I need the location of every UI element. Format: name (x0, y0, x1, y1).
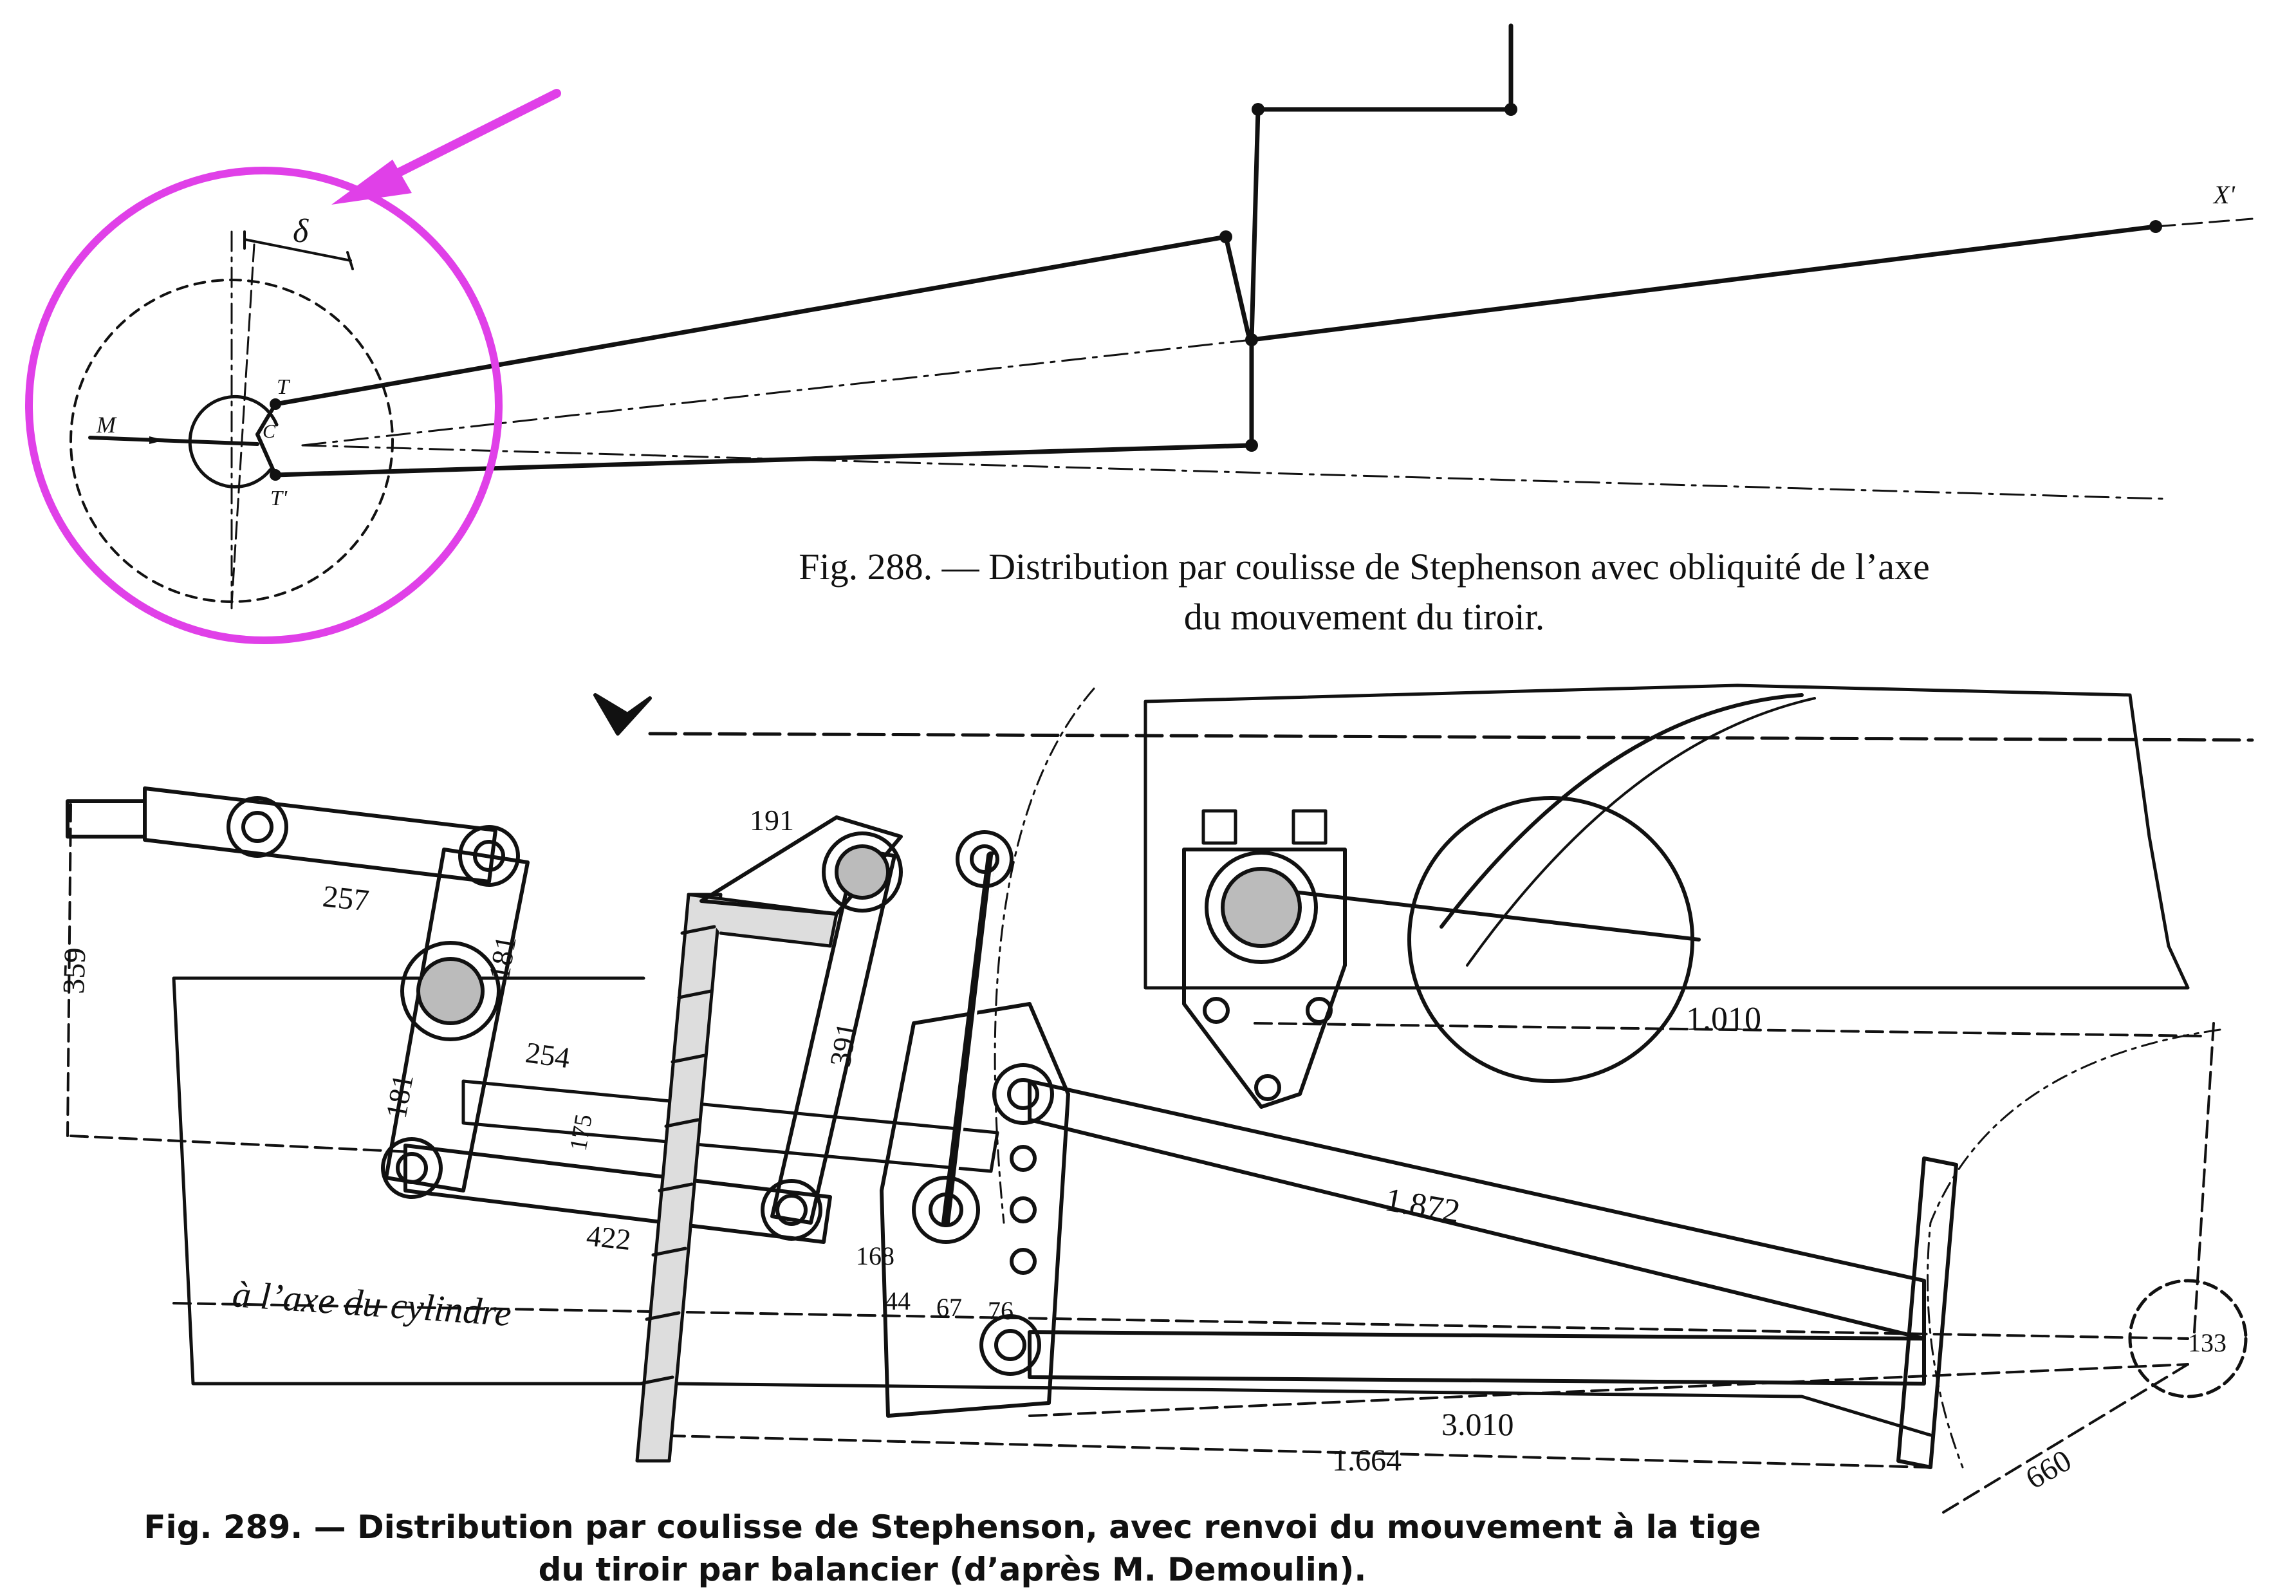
frame-outline-top (1143, 683, 2190, 990)
highlight-circle (25, 167, 503, 644)
dim-133: 133 (2188, 1328, 2227, 1357)
construction-line-1 (301, 339, 1253, 447)
dead-centre-line (88, 436, 259, 446)
nut-left (1201, 809, 1237, 845)
dim-1664: 1.664 (1332, 1443, 1402, 1478)
dim-359: 359 (57, 947, 92, 995)
eccentric-rod-lower-289 (1028, 1330, 1926, 1386)
figure-288-caption-line1: Fig. 288. — Distribution par coulisse de… (799, 546, 1930, 588)
check-mark (593, 693, 652, 736)
eccentric-rod-lower (273, 443, 1254, 478)
dim-1010: 1.010 (1686, 1001, 1761, 1037)
expansion-link (1223, 234, 1251, 337)
delta-dimension (243, 238, 352, 262)
dim-181b: 181 (380, 1072, 420, 1121)
dim-257: 257 (321, 879, 371, 918)
crank-lower (255, 432, 277, 477)
hatched-bracket (635, 893, 838, 1463)
dim-line-1664 (642, 1434, 1932, 1469)
crank-circle (2128, 1279, 2248, 1398)
highlight-annotation (25, 89, 561, 644)
radius-rod-inner (950, 855, 995, 1224)
dim-line-660 (1942, 1363, 2189, 1514)
figure-289-caption: Fig. 289. — Distribution par coulisse de… (129, 1506, 1776, 1591)
dim-391: 391 (824, 1020, 864, 1070)
sheave-rim (1440, 693, 1804, 929)
construction-arc-upper (994, 687, 1095, 1224)
dim-175: 175 (565, 1112, 598, 1153)
highlight-arrow-head (331, 160, 412, 205)
label-t-upper: T (277, 375, 290, 399)
joint-dots (270, 103, 2162, 481)
lifting-arm (699, 815, 903, 916)
dim-1872: 1.872 (1382, 1182, 1463, 1230)
rocker-lever (384, 848, 530, 1192)
figure-289-caption-line1: Fig. 289. — Distribution par coulisse de… (144, 1508, 1761, 1546)
highlight-arrow-shaft (382, 89, 561, 183)
dim-line-cylinder-axis (172, 1302, 2189, 1340)
dim-3010: 3.010 (1441, 1406, 1514, 1442)
delta-tick-right (346, 251, 354, 270)
dim-660: 660 (2020, 1443, 2077, 1496)
dim-67: 67 (936, 1293, 962, 1322)
dim-191: 191 (750, 804, 794, 837)
figure-288-caption: Fig. 288. — Distribution par coulisse de… (643, 542, 2085, 642)
m-arrow (149, 436, 165, 444)
dim-181a: 181 (483, 933, 523, 983)
dim-line-3010 (1028, 1363, 2189, 1417)
dim-168: 168 (856, 1241, 894, 1270)
cylinder-axis-note: à l’axe du cylindre (231, 1273, 513, 1334)
top-dashed-line (648, 732, 2254, 742)
figure-288: δ T C T' M X' (69, 23, 2254, 609)
bracket-support (1182, 848, 1347, 1109)
valve-axis-extension (2154, 218, 2254, 228)
dim-line-359-vertical (66, 803, 72, 1137)
crank-upper (255, 402, 277, 436)
sheave-rim-2 (1466, 697, 1816, 967)
construction-arc-right (1927, 1028, 2221, 1469)
figure-288-caption-line2: du mouvement du tiroir. (1183, 596, 1545, 638)
valve-rod-end (66, 799, 147, 839)
eccentric-strap-end (1896, 1156, 1958, 1469)
figure-289-caption-line2: du tiroir par balancier (d’après M. Demo… (538, 1551, 1367, 1588)
reversing-rod (1249, 107, 1261, 342)
lifting-lever (1255, 23, 1514, 112)
dim-line-1010 (1254, 1022, 2208, 1037)
eccentric-sheave (1407, 796, 1694, 1083)
middle-link-bar (461, 1079, 999, 1173)
label-delta: δ (293, 213, 309, 250)
valve-rod (1249, 224, 2158, 342)
label-c-center: C (263, 421, 276, 442)
dim-76: 76 (988, 1296, 1014, 1325)
construction-line-2 (301, 444, 2163, 500)
shaft-rod (1259, 886, 1701, 942)
label-t-lower: T' (270, 487, 288, 510)
dim-254: 254 (524, 1035, 572, 1074)
pivot-pins (227, 796, 1333, 1376)
label-x-prime: X' (2212, 180, 2236, 209)
figure-289: 359 257 181 181 254 191 391 175 422 168 … (57, 683, 2254, 1514)
expansion-link-slot (880, 1002, 1070, 1418)
label-m: M (96, 412, 117, 438)
dim-44: 44 (885, 1286, 911, 1315)
eccentric-rod-upper-289 (1028, 1079, 1926, 1341)
dim-line-bottom-1 (69, 1135, 413, 1153)
oblique-axis (230, 243, 255, 606)
eccentric-rod-upper (273, 234, 1228, 407)
upper-rocker-arm (143, 786, 497, 884)
dim-422: 422 (585, 1219, 633, 1256)
nut-right (1292, 809, 1328, 845)
radius-rod (941, 851, 995, 1227)
